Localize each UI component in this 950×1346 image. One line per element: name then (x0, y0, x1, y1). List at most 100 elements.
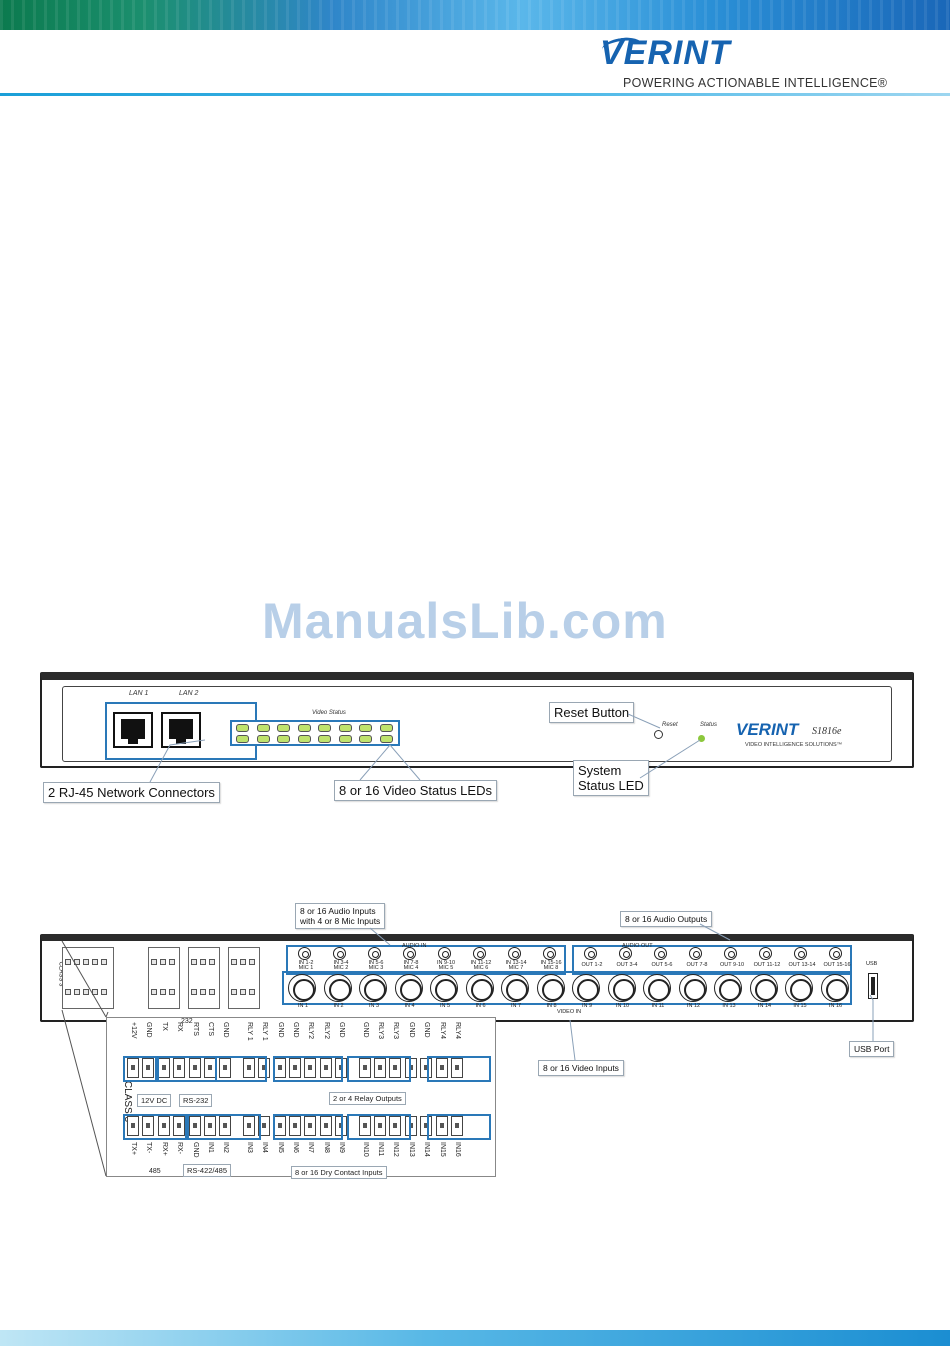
rear-terminal-cell (65, 989, 71, 995)
usb-label: USB (866, 961, 878, 967)
callout-video-leds: 8 or 16 Video Status LEDs (334, 780, 497, 801)
verint-logo: VERINT POWERING ACTIONABLE INTELLIGENCE® (600, 34, 900, 92)
video-in-port-label: IN 13 (722, 1003, 736, 1009)
mic-name: MIC 4 (403, 965, 419, 971)
video-in-bnc-icon (465, 974, 494, 1002)
audio-out-jack-icon (619, 947, 632, 960)
rear-terminal-cell (92, 959, 98, 965)
callout-rs232: RS-232 (179, 1094, 213, 1107)
front-panel-logo: VERINT (736, 720, 799, 739)
terminal-top-cell-icon (258, 1058, 271, 1078)
rear-terminal-cell (240, 959, 246, 965)
terminal-bottom-label: GND (191, 1142, 199, 1158)
audio-in-label: AUDIO IN (402, 943, 427, 949)
terminal-top-cell-icon (173, 1058, 186, 1078)
rear-terminal-cell (231, 959, 237, 965)
front-panel-subtitle: VIDEO INTELLIGENCE SOLUTIONS™ (745, 742, 843, 748)
terminal-highlight-box (347, 1056, 411, 1082)
terminal-bottom-label: IN2 (222, 1142, 230, 1153)
terminal-top-cell-icon (219, 1058, 232, 1078)
video-in-bnc-icon (359, 974, 387, 1002)
video-status-led-icon (318, 735, 331, 743)
terminal-bottom-label: TX- (145, 1142, 153, 1154)
callout-system-led: System Status LED (573, 760, 649, 796)
terminal-bottom-cell-icon (451, 1116, 463, 1136)
audio-out-label: OUT 15-16 (823, 962, 851, 968)
callout-video-in: 8 or 16 Video Inputs (538, 1060, 624, 1076)
video-in-bnc-icon (643, 974, 671, 1002)
terminal-top-label: GND (292, 1022, 299, 1038)
terminal-bottom-label: IN4 (261, 1142, 269, 1153)
video-in-port-label: IN 11 (651, 1003, 665, 1009)
terminal-bottom-cell-icon (304, 1116, 317, 1136)
terminal-top-label: GND (423, 1022, 431, 1038)
video-status-led-icon (256, 735, 270, 743)
terminal-bottom-label: IN5 (276, 1142, 284, 1153)
audio-out-jack-icon (584, 947, 597, 960)
video-status-led-icon (359, 724, 372, 732)
rear-terminal-group-2 (148, 947, 180, 1009)
video-status-led-icon (379, 735, 393, 743)
footer-color-band (0, 1330, 950, 1346)
audio-in-jack-icon (298, 947, 311, 960)
audio-out-jack-icon (689, 947, 702, 960)
terminal-bottom-label: IN13 (407, 1142, 415, 1157)
audio-in-jack-icon (403, 947, 416, 960)
rear-terminal-cell (191, 989, 197, 995)
terminal-bottom-label: RX- (176, 1142, 184, 1155)
video-in-port-label: IN 16 (828, 1003, 843, 1009)
terminal-top-label: RLY3 (377, 1022, 384, 1039)
video-in-port-label: IN 1 (297, 1003, 309, 1009)
rear-terminal-cell (92, 989, 98, 995)
audio-in-box (286, 945, 566, 975)
terminal-bottom-label: IN16 (454, 1142, 461, 1157)
terminal-bottom-label: RX+ (160, 1142, 168, 1156)
terminal-bottom-cell-icon (242, 1116, 255, 1136)
terminal-highlight-box (157, 1056, 217, 1082)
audio-out-jack-icon (654, 947, 667, 960)
video-status-led-icon (256, 724, 270, 732)
audio-out-label: AUDIO OUT (622, 943, 653, 949)
terminal-top-cell-icon (304, 1058, 317, 1078)
terminal-bottom-cell-icon (173, 1116, 186, 1136)
video-status-led-icon (379, 724, 393, 732)
rear-terminal-cell (101, 989, 107, 995)
terminal-top-label: RLY2 (307, 1022, 315, 1039)
terminal-bottom-label: IN10 (361, 1142, 369, 1157)
terminal-top-cell-icon (142, 1058, 155, 1078)
mic-name: MIC 3 (368, 965, 384, 971)
audio-in-name: IN 5-6 (368, 960, 384, 966)
audio-out-label: OUT 7-8 (686, 962, 708, 968)
audio-in-jack-icon (333, 947, 346, 960)
terminal-highlight-box (123, 1056, 157, 1082)
terminal-highlight-box (187, 1114, 261, 1140)
status-led-icon (698, 735, 705, 742)
terminal-top-cell-icon (435, 1058, 448, 1078)
video-in-port-label: IN 15 (793, 1003, 807, 1009)
video-status-led-icon (359, 735, 372, 743)
audio-out-label: OUT 1-2 (581, 962, 603, 968)
audio-out-label: OUT 11-12 (753, 962, 781, 968)
video-in-port-label: IN 4 (404, 1003, 415, 1009)
audio-in-jack-icon (508, 947, 521, 960)
terminal-top-label: TX (160, 1022, 168, 1031)
terminal-highlight-box (273, 1114, 343, 1140)
audio-in-name: IN 11-12 (470, 960, 492, 966)
video-in-port-label: IN 5 (439, 1003, 451, 1009)
terminal-bottom-cell-icon (273, 1116, 286, 1136)
rear-terminal-group-3 (188, 947, 220, 1009)
audio-in-jack-icon (438, 947, 451, 960)
logo-wordmark: VERINT (600, 34, 731, 72)
video-in-bnc-icon (572, 974, 600, 1002)
zoom-line-bottom (61, 1009, 107, 1177)
terminal-top-cell-icon (319, 1058, 332, 1078)
video-in-port-label: IN 14 (757, 1003, 772, 1009)
rear-terminal-cell (151, 959, 157, 965)
video-in-bnc-icon (678, 974, 707, 1002)
rear-terminal-cell (249, 959, 255, 965)
video-in-bnc-icon (714, 974, 742, 1002)
mic-name: MIC 8 (543, 965, 559, 971)
